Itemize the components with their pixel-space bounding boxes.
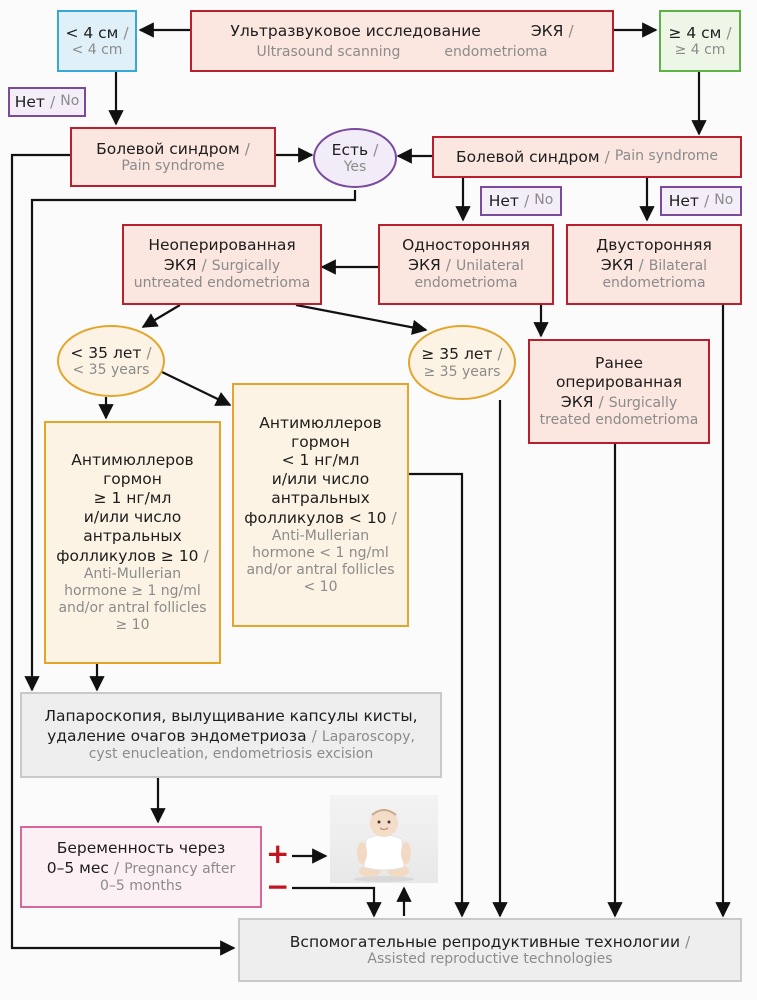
minus-sign: − [266, 870, 290, 903]
node-age-lt35: < 35 лет / < 35 years [57, 325, 165, 397]
node-ge4cm: ≥ 4 см / ≥ 4 cm [659, 10, 741, 72]
label-no-left: Нет / No [8, 87, 86, 117]
baby-photo [330, 795, 438, 883]
node-pain-left: Болевой синдром / Pain syndrome [70, 127, 276, 187]
node-pain-right: Болевой синдром / Pain syndrome [432, 136, 742, 178]
baby-illustration [354, 809, 414, 882]
arrow-lt35-amhlow [161, 371, 232, 406]
arrow-yes-laparoscopy [24, 190, 357, 692]
node-bilateral-endometrioma: Двусторонняя ЭКЯ / Bilateral endometriom… [566, 224, 742, 305]
node-lt4cm: < 4 см / < 4 cm [57, 10, 137, 72]
node-assisted-reproductive-technologies: Вспомогательные репродуктивные технологи… [238, 918, 742, 982]
node-amh-low: Антимюллеров гормон < 1 нг/мл и/или числ… [232, 383, 409, 627]
node-untreated-endometrioma: Неоперированная ЭКЯ / Surgically untreat… [122, 224, 322, 305]
node-yes: Есть / Yes [313, 128, 397, 188]
node-age-ge35: ≥ 35 лет / ≥ 35 years [408, 325, 516, 400]
plus-sign: + [266, 837, 290, 870]
arrow-pain-art [10, 153, 236, 956]
node-amh-high: Антимюллеров гормон ≥ 1 нг/мл и/или числ… [44, 421, 221, 664]
node-treated-endometrioma: Ранее оперированная ЭКЯ / Surgically tre… [528, 339, 710, 444]
node-unilateral-endometrioma: Односторонняя ЭКЯ / Unilateral endometri… [378, 224, 554, 305]
node-pregnancy: Беременность через 0–5 мес / Pregnancy a… [20, 826, 262, 908]
arrow-minus-art [292, 886, 382, 918]
label-no-mid: Нет / No [480, 186, 562, 216]
arrow-untreated-lt35 [141, 304, 181, 328]
arrow-amhlow-art [409, 472, 470, 918]
node-laparoscopy: Лапароскопия, вылущивание капсулы кисты,… [20, 692, 442, 778]
arrow-untreated-ge35 [295, 303, 428, 335]
label-no-right: Нет / No [660, 186, 742, 216]
